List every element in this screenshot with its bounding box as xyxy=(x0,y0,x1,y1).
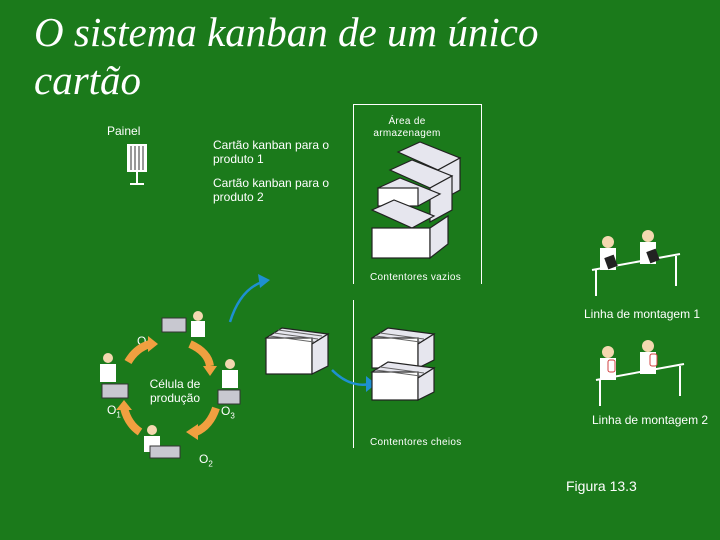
full-containers-label: Contentores cheios xyxy=(370,437,462,448)
flow-arrows xyxy=(228,274,376,392)
production-cell-diagram xyxy=(100,311,241,459)
assembly-line-1-label: Linha de montagem 1 xyxy=(584,307,701,321)
operator-o1-label: O1 xyxy=(107,403,121,420)
operator-o2-bottom-label: O2 xyxy=(199,452,213,469)
operator-top-icon xyxy=(161,311,205,337)
full-containers-cell-icon xyxy=(264,327,330,375)
assembly-line-2-label: Linha de montagem 2 xyxy=(592,413,709,427)
kanban-card-2-label: Cartão kanban para o produto 2 xyxy=(213,176,330,204)
slide-title: O sistema kanban de um único cartão xyxy=(34,9,539,103)
full-containers-storage-icon xyxy=(370,327,436,401)
kanban-board-icon xyxy=(127,144,147,185)
storage-area-border-left-lower xyxy=(353,300,354,448)
operator-left-icon xyxy=(100,353,129,399)
assembly-line-1-icon xyxy=(591,230,681,296)
kanban-card-1-label: Cartão kanban para o produto 1 xyxy=(213,138,330,166)
storage-area-border-right xyxy=(481,104,482,284)
empty-containers-icon xyxy=(370,141,462,260)
storage-area-label: Área de armazenagem xyxy=(373,116,441,139)
operator-o3-label: O3 xyxy=(221,404,235,421)
storage-area-border-left xyxy=(353,104,354,284)
production-cell-label: Célula de produção xyxy=(149,377,201,405)
operator-right-icon xyxy=(217,359,241,405)
figure-caption: Figura 13.3 xyxy=(566,478,637,494)
operator-bottom-icon xyxy=(144,425,181,459)
assembly-line-2-icon xyxy=(595,340,685,406)
painel-label: Painel xyxy=(107,124,141,138)
storage-area-border-top xyxy=(353,104,481,105)
empty-containers-label: Contentores vazios xyxy=(370,272,462,283)
